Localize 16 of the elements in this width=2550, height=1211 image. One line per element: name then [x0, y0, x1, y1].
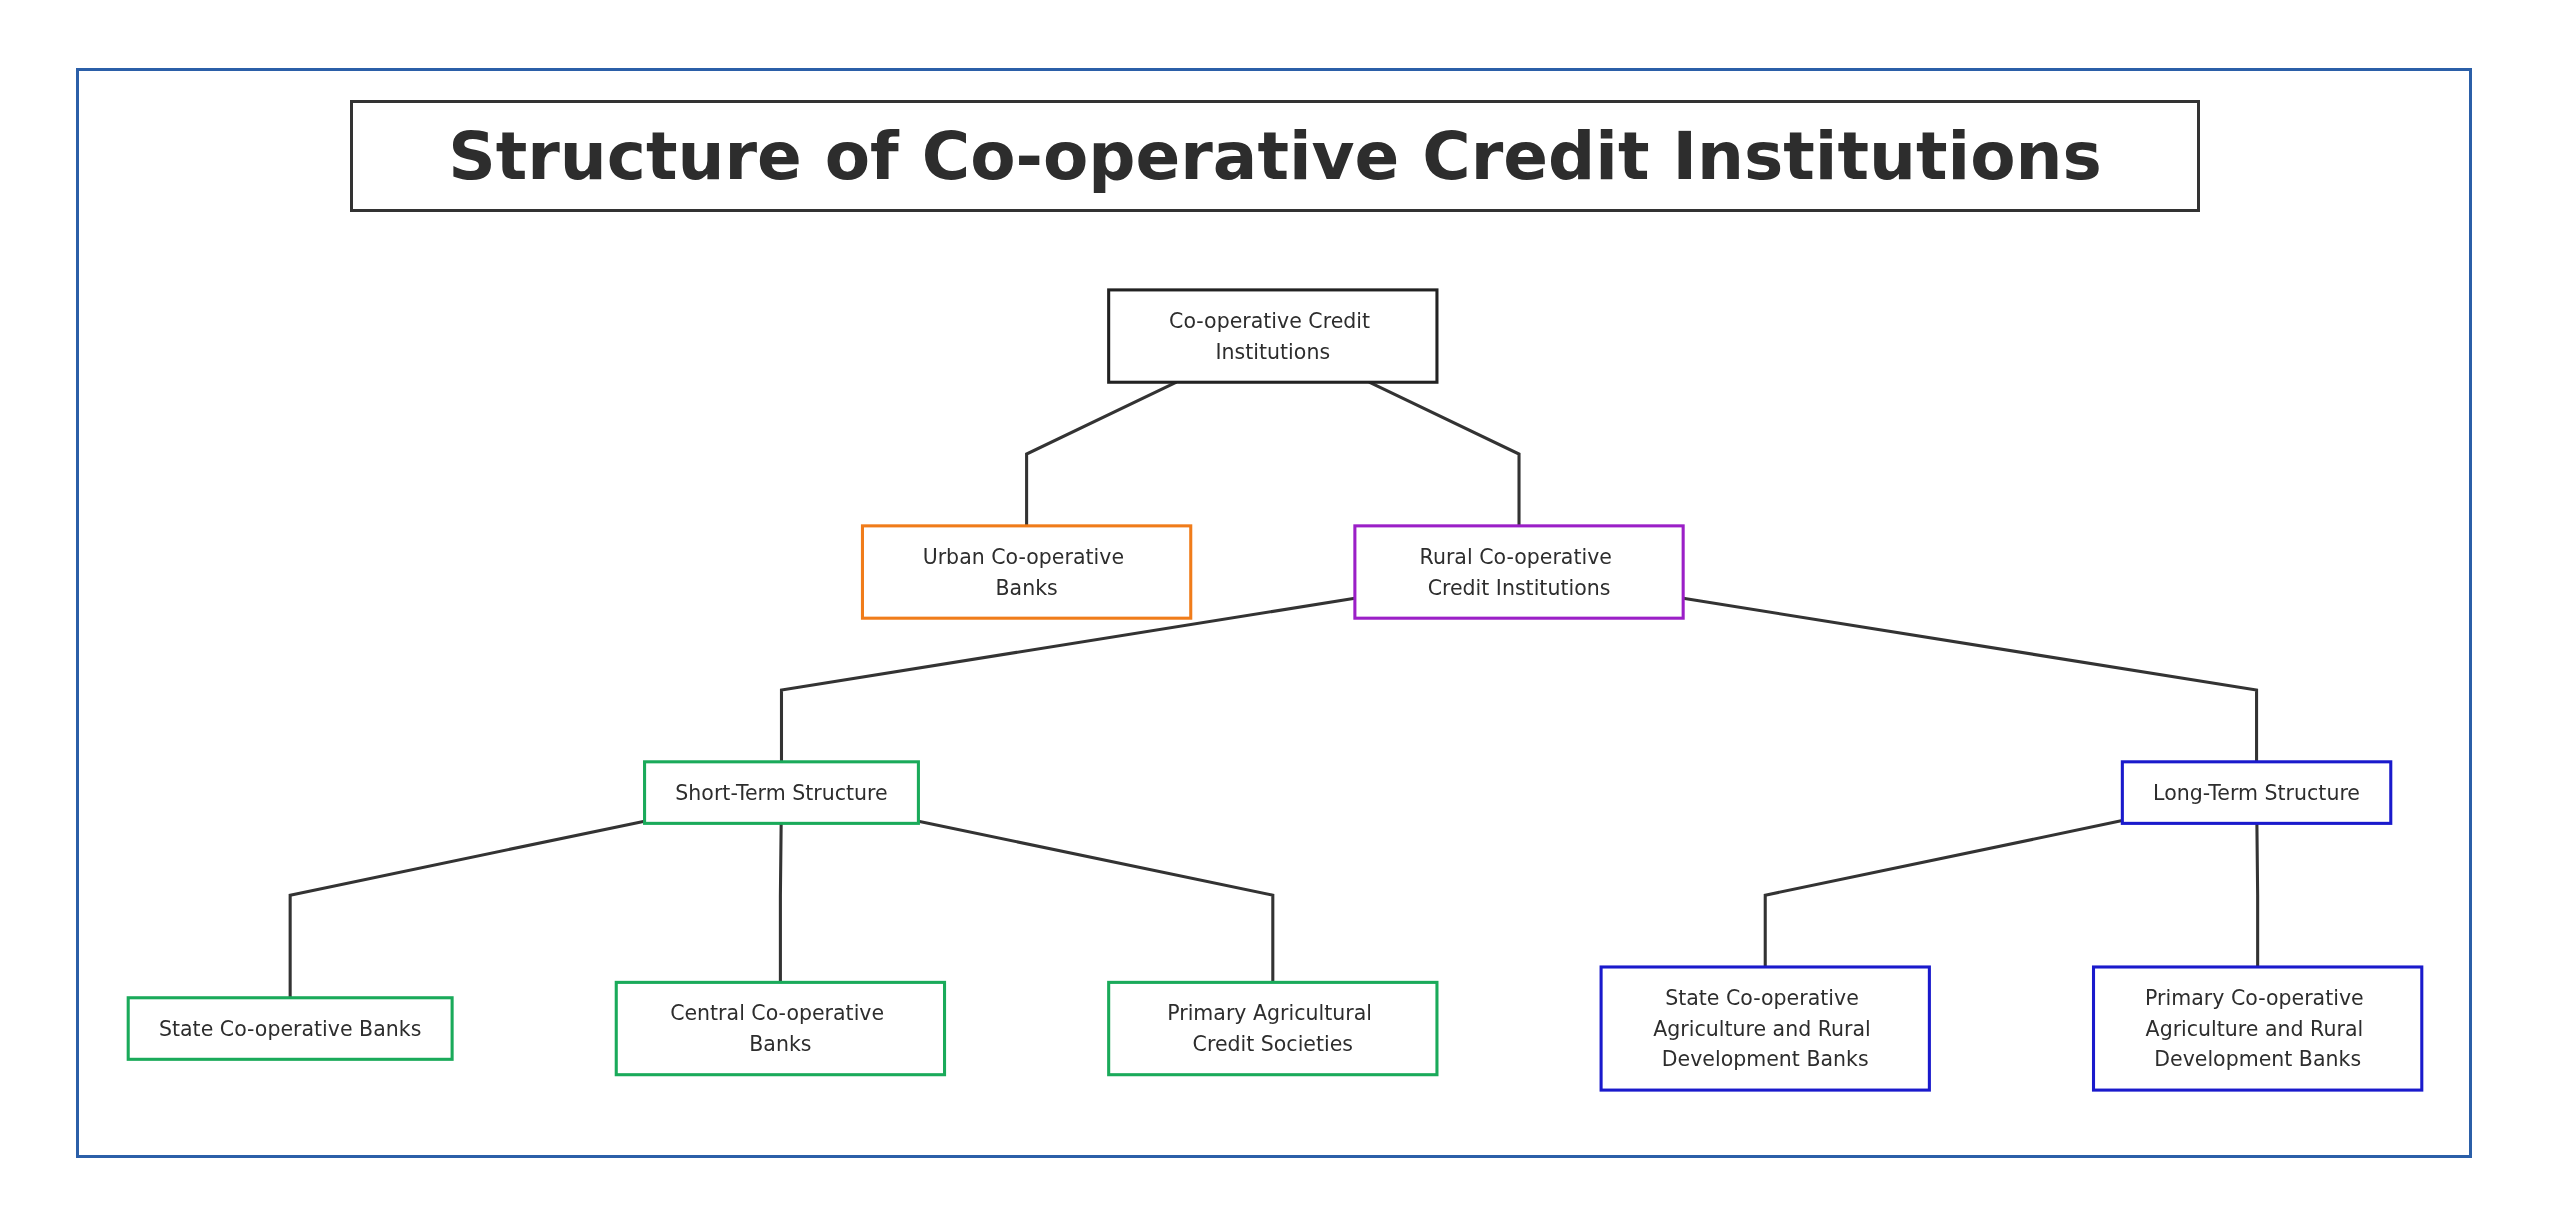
node-box: Long-Term Structure — [2120, 760, 2393, 825]
node-box: Primary Agricultural Credit Societies — [1107, 980, 1439, 1077]
node-box: Short-Term Structure — [643, 760, 920, 825]
node-box: Rural Co-operative Credit Institutions — [1353, 524, 1685, 620]
node-box: Co-operative Credit Institutions — [1107, 288, 1439, 384]
node-box: Central Co-operative Banks — [614, 980, 947, 1077]
node-box: Primary Co-operative Agriculture and Rural Development Banks — [2091, 965, 2424, 1092]
node-box: State Co-operative Banks — [126, 996, 454, 1061]
connector — [1763, 819, 2123, 967]
node-box: State Co-operative Agriculture and Rural Development Banks — [1599, 965, 1931, 1092]
connector — [2255, 823, 2260, 967]
connector — [778, 823, 783, 983]
connector — [918, 819, 1275, 983]
title: Structure of Co-operative Credit Institutions — [350, 100, 2200, 212]
node-box: Urban Co-operative Banks — [860, 524, 1193, 620]
connector — [288, 819, 645, 998]
